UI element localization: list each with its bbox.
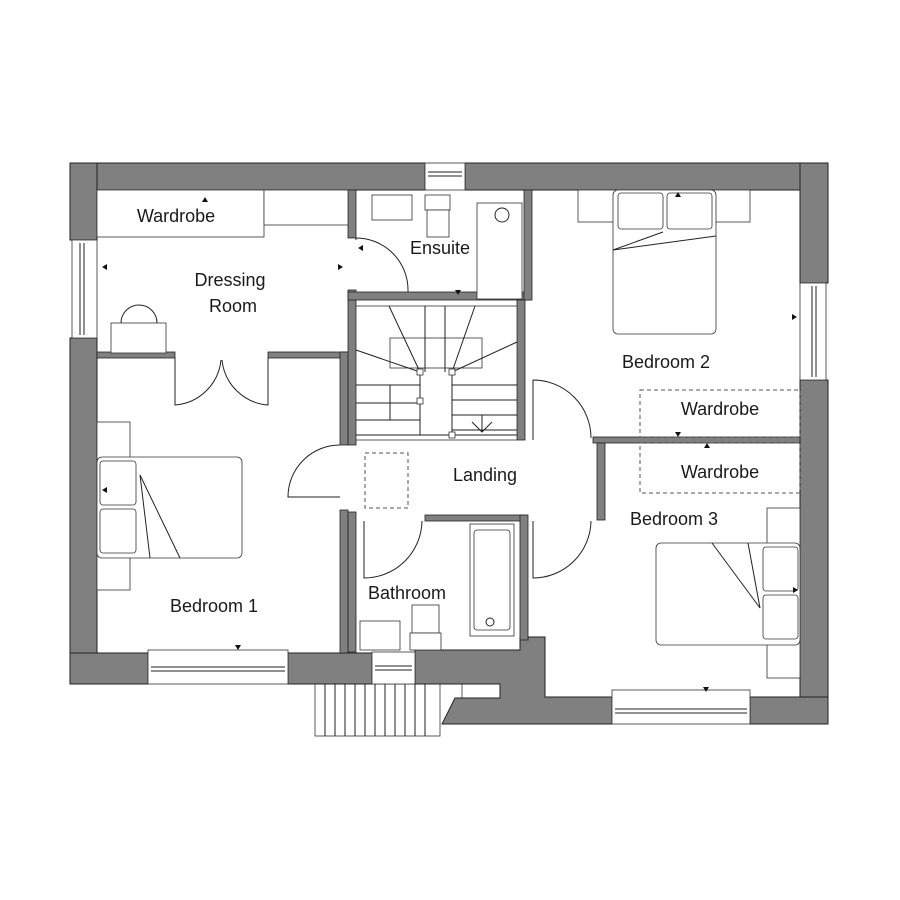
ensuite-toilet: [426, 209, 450, 238]
external-steps: [314, 683, 501, 737]
shower: [476, 202, 523, 300]
window-bedroom2: [799, 282, 827, 381]
doors: [174, 237, 592, 579]
window-bathroom: [371, 651, 416, 685]
windows: [71, 162, 827, 725]
window-bedroom3: [611, 689, 751, 725]
label-landing: Landing: [453, 465, 517, 485]
staircase: [355, 305, 518, 441]
label-bathroom: Bathroom: [368, 583, 446, 603]
furniture: [96, 189, 801, 679]
label-dressing-room-1: Dressing: [194, 270, 265, 290]
label-wardrobe-bedroom3: Wardrobe: [681, 462, 759, 482]
wardrobe-unit: [96, 189, 265, 238]
bathroom-sink: [359, 620, 401, 651]
bathroom-toilet: [411, 604, 440, 634]
room-labels: Wardrobe Dressing Room Ensuite Bedroom 2…: [137, 206, 759, 616]
exterior-walls: [69, 162, 829, 725]
ensuite-sink: [371, 194, 413, 221]
label-bedroom2: Bedroom 2: [622, 352, 710, 372]
direction-arrows: [102, 192, 798, 692]
label-wardrobe-dressing: Wardrobe: [137, 206, 215, 226]
label-dressing-room-2: Room: [209, 296, 257, 316]
label-wardrobe-bedroom2: Wardrobe: [681, 399, 759, 419]
dressing-table: [110, 322, 167, 354]
label-ensuite: Ensuite: [410, 238, 470, 258]
label-bedroom1: Bedroom 1: [170, 596, 258, 616]
label-bedroom3: Bedroom 3: [630, 509, 718, 529]
